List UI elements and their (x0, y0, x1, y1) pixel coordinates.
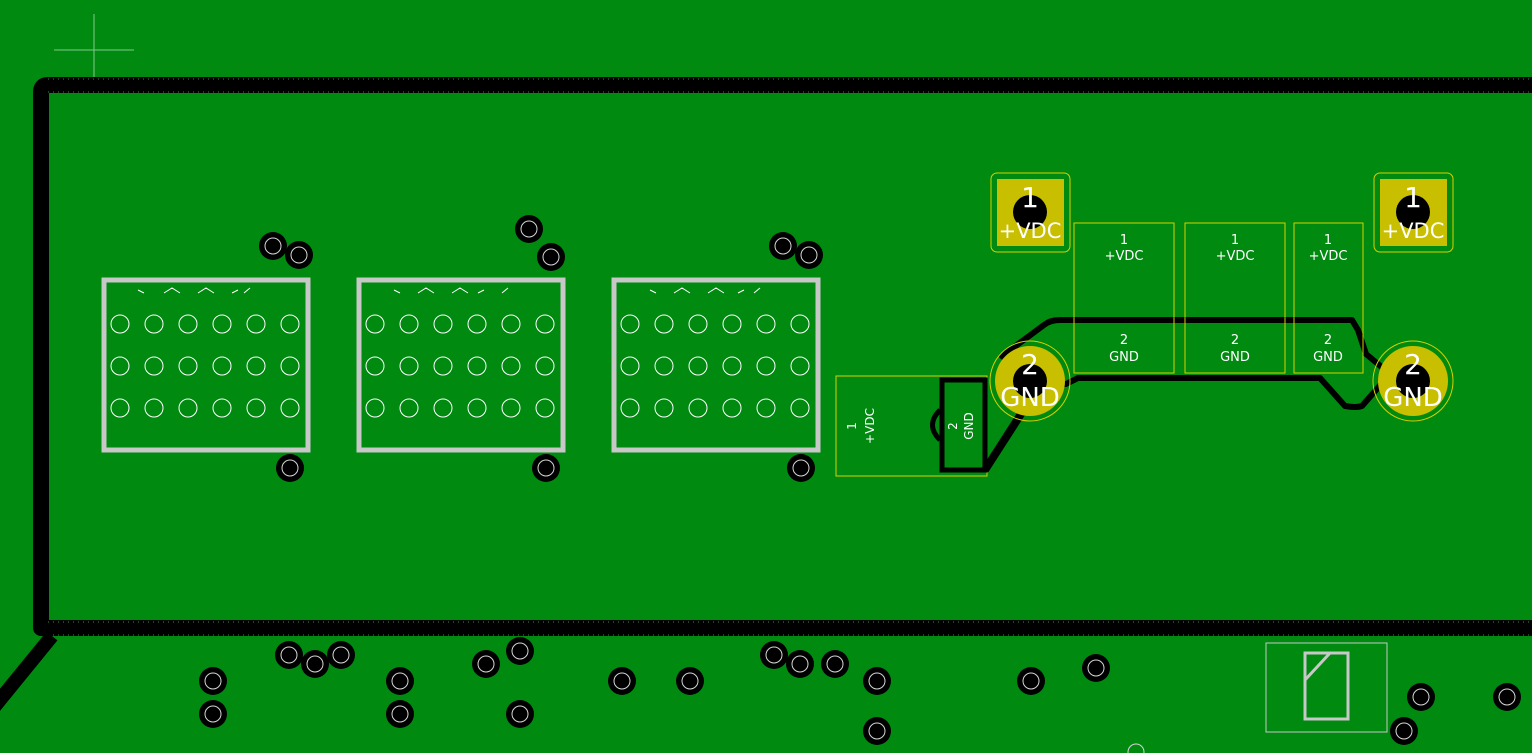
via (285, 241, 313, 269)
pad-gnd-right[interactable]: 2 GND (1372, 340, 1454, 422)
smd-footprint-2: 1 +VDC 2 GND (1184, 222, 1286, 374)
via (769, 232, 797, 260)
pad-gnd-right-num: 2 (1404, 348, 1422, 381)
via (199, 700, 227, 728)
smd2-bot-num: 2 (1231, 333, 1239, 348)
diagonal-edge-track (0, 631, 58, 711)
small-footprint (1265, 642, 1388, 733)
via (676, 667, 704, 695)
rotated-pin1-num: 1 (845, 422, 859, 430)
via (532, 454, 560, 482)
smd3-bot-net: GND (1313, 350, 1343, 365)
via (795, 241, 823, 269)
pad-vdc-left-num: 1 (1021, 181, 1039, 214)
smd1-bot-net: GND (1109, 350, 1139, 365)
via (760, 641, 788, 669)
via (472, 650, 500, 678)
pad-gnd-left[interactable]: 2 GND (989, 340, 1071, 422)
board-edge (33, 77, 1532, 636)
via (1017, 667, 1045, 695)
smd2-top-net: +VDC (1216, 249, 1255, 264)
smd2-bot-net: GND (1220, 350, 1250, 365)
pad-vdc-right-num: 1 (1404, 181, 1422, 214)
via (386, 700, 414, 728)
smd1-top-net: +VDC (1105, 249, 1144, 264)
rotated-pin2-num: 2 (946, 422, 960, 430)
connector-footprint-3 (611, 277, 821, 453)
via (506, 637, 534, 665)
via (276, 454, 304, 482)
smd2-top-num: 1 (1231, 233, 1239, 248)
smd-footprint-3: 1 +VDC 2 GND (1293, 222, 1364, 374)
via (787, 454, 815, 482)
smd-footprint-1: 1 +VDC 2 GND (1073, 222, 1175, 374)
via (821, 650, 849, 678)
via (1127, 743, 1145, 753)
via (1407, 683, 1435, 711)
pad-gnd-right-net: GND (1383, 383, 1443, 413)
pad-vdc-right-net: +VDC (1382, 219, 1445, 243)
connector-footprint-2 (356, 277, 566, 453)
smd3-top-num: 1 (1324, 233, 1332, 248)
via (199, 667, 227, 695)
gnd-track (999, 317, 1393, 410)
via (537, 243, 565, 271)
connector-footprint-1 (101, 277, 311, 453)
via (386, 667, 414, 695)
pad-vdc-left[interactable]: 1 +VDC (990, 172, 1071, 253)
smd1-top-num: 1 (1120, 233, 1128, 248)
via (301, 650, 329, 678)
smd3-bot-num: 2 (1324, 333, 1332, 348)
via (786, 650, 814, 678)
via (259, 232, 287, 260)
pad-gnd-left-num: 2 (1021, 348, 1039, 381)
via (506, 700, 534, 728)
rotated-pin1-net: +VDC (863, 408, 877, 444)
via (1082, 654, 1110, 682)
rotated-pin2-net: GND (962, 412, 976, 440)
via (1493, 683, 1521, 711)
via (863, 667, 891, 695)
via (275, 641, 303, 669)
connector-footprints (101, 277, 821, 453)
pad-gnd-left-net: GND (1000, 383, 1060, 413)
via (515, 215, 543, 243)
smd3-top-net: +VDC (1309, 249, 1348, 264)
pad-vdc-right[interactable]: 1 +VDC (1373, 172, 1454, 253)
via (608, 667, 636, 695)
vias (199, 215, 1521, 753)
via (1390, 717, 1418, 745)
pad-vdc-left-net: +VDC (999, 219, 1062, 243)
via (863, 717, 891, 745)
via (327, 641, 355, 669)
smd1-bot-num: 2 (1120, 333, 1128, 348)
